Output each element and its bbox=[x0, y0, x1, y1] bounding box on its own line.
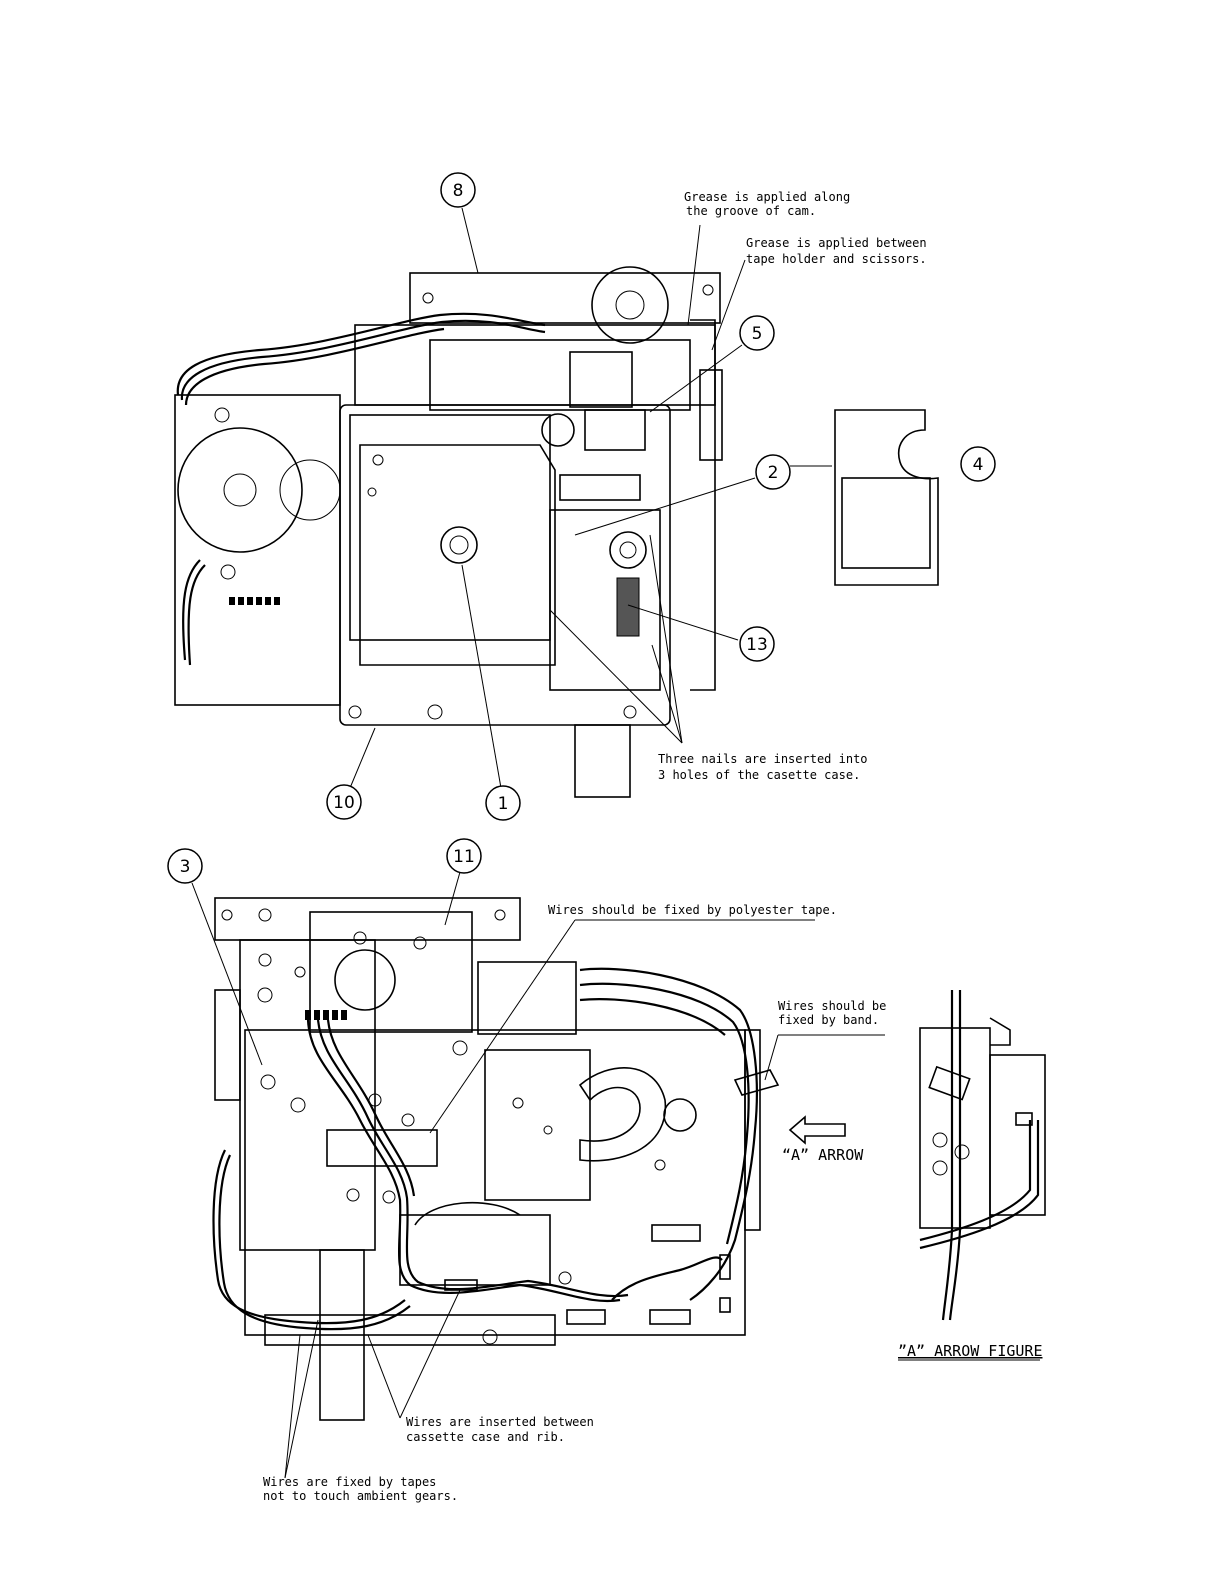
callout-13-label: 13 bbox=[746, 635, 768, 655]
callout-1: 1 bbox=[485, 785, 521, 821]
callout-4: 4 bbox=[960, 446, 996, 482]
note-grease-cam-line1: Grease is applied along bbox=[684, 190, 850, 204]
bottom-assembly bbox=[212, 897, 780, 1421]
bottom-leaders bbox=[191, 871, 885, 1479]
note-fixed-by-tapes-line1: Wires are fixed by tapes bbox=[263, 1475, 436, 1489]
connector-pins bbox=[229, 597, 280, 605]
note-inserted-between-line1: Wires are inserted between bbox=[406, 1415, 594, 1429]
callout-3-label: 3 bbox=[180, 857, 191, 877]
callout-13: 13 bbox=[739, 626, 775, 662]
note-grease-scissors-line2: tape holder and scissors. bbox=[746, 252, 927, 266]
note-fixed-by-band-line1: Wires should be bbox=[778, 999, 886, 1013]
callout-5-label: 5 bbox=[752, 324, 763, 344]
top-leaders bbox=[349, 207, 832, 789]
callout-11: 11 bbox=[446, 838, 482, 874]
note-a-arrow-figure: ”A” ARROW FIGURE bbox=[898, 1342, 1043, 1360]
callout-4-label: 4 bbox=[973, 455, 984, 475]
note-grease-scissors-line1: Grease is applied between bbox=[746, 236, 927, 250]
callout-2-label: 2 bbox=[768, 463, 779, 483]
callout-1-label: 1 bbox=[498, 794, 509, 814]
top-assembly bbox=[174, 266, 723, 798]
note-three-nails-line2: 3 holes of the casette case. bbox=[658, 768, 860, 782]
callout-10-label: 10 bbox=[333, 793, 355, 813]
callout-5: 5 bbox=[739, 315, 775, 351]
pin-header bbox=[305, 1010, 347, 1020]
callout-2: 2 bbox=[755, 454, 791, 490]
a-arrow-side-view bbox=[919, 990, 1046, 1321]
a-arrow-icon bbox=[788, 1115, 846, 1145]
callout-8: 8 bbox=[440, 172, 476, 208]
note-polyester-tape: Wires should be fixed by polyester tape. bbox=[548, 903, 837, 917]
part-4-cover bbox=[834, 409, 939, 586]
callout-3: 3 bbox=[167, 848, 203, 884]
callout-10: 10 bbox=[326, 784, 362, 820]
note-inserted-between-line2: cassette case and rib. bbox=[406, 1430, 565, 1444]
callout-11-label: 11 bbox=[453, 847, 475, 867]
note-three-nails-line1: Three nails are inserted into bbox=[658, 752, 868, 766]
note-a-arrow: “A” ARROW bbox=[782, 1146, 864, 1164]
note-fixed-by-band-line2: fixed by band. bbox=[778, 1013, 879, 1027]
note-grease-cam-line2: the groove of cam. bbox=[686, 204, 816, 218]
note-fixed-by-tapes-line2: not to touch ambient gears. bbox=[263, 1489, 458, 1503]
callout-8-label: 8 bbox=[453, 181, 464, 201]
